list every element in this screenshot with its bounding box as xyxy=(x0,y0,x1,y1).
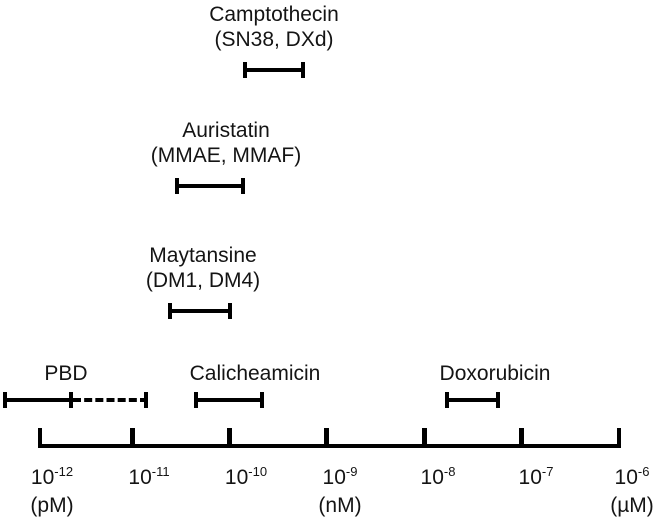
axis-tick--8 xyxy=(422,428,427,447)
drug-label-camptothecin: Camptothecin (SN38, DXd) xyxy=(209,2,339,52)
range-stem-auristatin xyxy=(175,184,245,188)
drug-label-pbd: PBD xyxy=(44,361,87,386)
range-bar-camptothecin xyxy=(243,62,305,78)
tick-exponent--9: -9 xyxy=(345,464,358,479)
tick-exponent--8: -8 xyxy=(443,464,456,479)
drug-label-doxorubicin: Doxorubicin xyxy=(440,361,551,386)
range-stem-pbd-dashed xyxy=(73,398,148,402)
range-cap-mid-pbd xyxy=(69,392,73,408)
axis-tick--12 xyxy=(38,428,42,447)
axis-tick--7 xyxy=(519,428,524,447)
tick-mantissa--9: 10 xyxy=(322,466,346,489)
tick-exponent--6: -6 xyxy=(637,464,650,479)
drug-label-camptothecin-line1: Camptothecin xyxy=(209,3,339,26)
axis-tick-label--11: 10-11 xyxy=(128,464,170,490)
tick-mantissa--7: 10 xyxy=(518,466,542,489)
range-cap-right-auristatin xyxy=(241,178,245,194)
drug-label-auristatin-line1: Auristatin xyxy=(182,119,270,142)
tick-exponent--7: -7 xyxy=(541,464,554,479)
drug-label-pbd-line1: PBD xyxy=(44,362,88,385)
axis-tick--10 xyxy=(227,428,232,447)
axis-tick--9 xyxy=(324,428,329,447)
drug-label-maytansine: Maytansine (DM1, DM4) xyxy=(146,243,260,293)
drug-label-camptothecin-line2: (SN38, DXd) xyxy=(214,28,334,51)
drug-label-auristatin-line2: (MMAE, MMAF) xyxy=(150,144,302,167)
range-bar-doxorubicin xyxy=(445,392,500,408)
tick-mantissa--12: 10 xyxy=(30,466,55,489)
tick-exponent--11: -11 xyxy=(151,464,170,479)
tick-mantissa--11: 10 xyxy=(128,466,152,489)
axis-tick-label--7: 10-7 xyxy=(518,464,554,490)
range-bar-pbd-dashed xyxy=(73,392,148,408)
range-stem-doxorubicin xyxy=(445,398,500,402)
tick-exponent--10: -10 xyxy=(248,464,268,479)
range-cap-right-maytansine xyxy=(228,303,232,319)
tick-exponent--12: -12 xyxy=(54,464,74,479)
axis-unit-label-pm: (pM) xyxy=(30,494,74,517)
range-cap-right-calicheamicin xyxy=(260,392,264,408)
axis-unit-label-nm: (nM) xyxy=(318,494,362,517)
tick-mantissa--6: 10 xyxy=(614,466,638,489)
axis-baseline xyxy=(38,444,621,448)
drug-label-auristatin: Auristatin (MMAE, MMAF) xyxy=(151,118,301,168)
axis-tick-label--9: 10-9 xyxy=(322,464,358,490)
range-stem-pbd-solid xyxy=(3,398,73,402)
range-cap-right-camptothecin xyxy=(301,62,305,78)
range-bar-calicheamicin xyxy=(194,392,264,408)
drug-label-maytansine-line2: (DM1, DM4) xyxy=(145,269,261,292)
range-stem-camptothecin xyxy=(243,68,305,72)
range-stem-maytansine xyxy=(168,309,232,313)
range-bar-auristatin xyxy=(175,178,245,194)
range-bar-maytansine xyxy=(168,303,232,319)
range-bar-pbd-solid xyxy=(3,392,73,408)
axis-tick--11 xyxy=(130,428,135,447)
drug-label-maytansine-line1: Maytansine xyxy=(149,244,257,267)
drug-label-calicheamicin-line1: Calicheamicin xyxy=(189,362,321,385)
axis-tick-label--12: 10-12 xyxy=(30,464,74,490)
range-stem-calicheamicin xyxy=(194,398,264,402)
tick-mantissa--8: 10 xyxy=(420,466,444,489)
drug-label-doxorubicin-line1: Doxorubicin xyxy=(439,362,551,385)
drug-label-calicheamicin: Calicheamicin xyxy=(190,361,321,386)
range-cap-right-doxorubicin xyxy=(496,392,500,408)
axis-unit-label-um: (µM) xyxy=(610,494,654,517)
axis-tick-label--8: 10-8 xyxy=(420,464,456,490)
tick-mantissa--10: 10 xyxy=(224,466,249,489)
axis-tick--6 xyxy=(617,428,621,447)
axis-tick-label--10: 10-10 xyxy=(224,464,268,490)
range-cap-right-pbd xyxy=(144,392,148,408)
axis-tick-label--6: 10-6 xyxy=(614,464,650,490)
